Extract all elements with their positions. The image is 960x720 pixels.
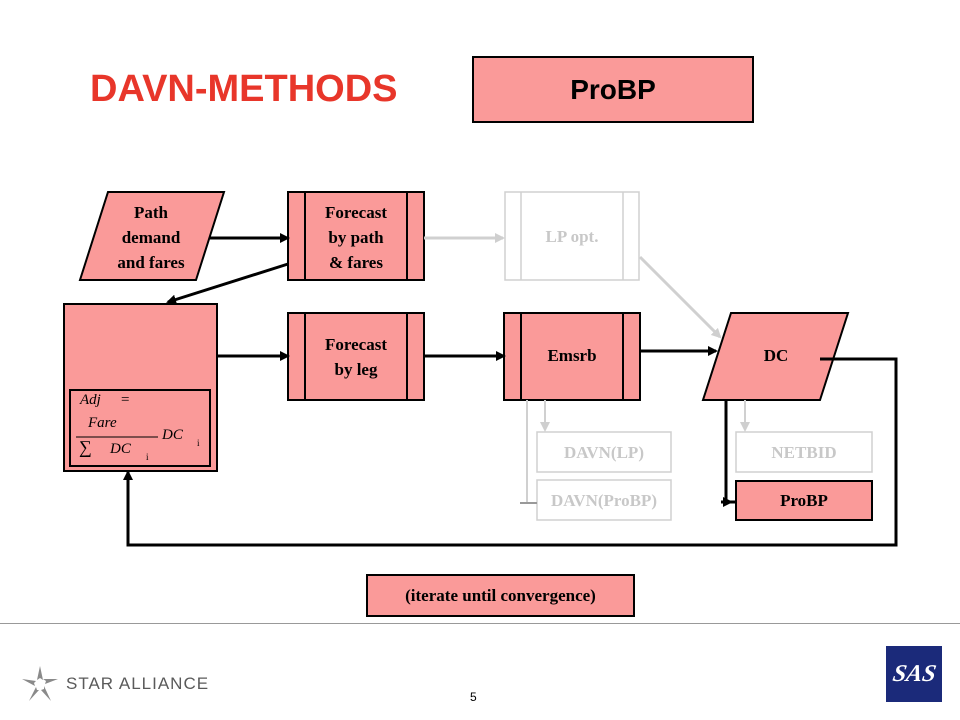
formula-sub-i-denominator: i xyxy=(146,452,149,462)
arrow-emsrb-to-davnprobp xyxy=(526,400,535,504)
probp-output-label: ProBP xyxy=(780,491,828,510)
forecast-path-label: Forecast by path & fares xyxy=(325,203,387,272)
probp-banner: ProBP xyxy=(472,56,754,123)
arrow-feedback-loop xyxy=(123,357,898,547)
formula-dc-denominator: DC xyxy=(110,441,131,457)
netbid-label: NETBID xyxy=(771,443,837,462)
path-demand-label: Path demand and fares xyxy=(117,203,185,272)
formula-fare: Fare xyxy=(88,415,117,431)
emsrb-label: Emsrb xyxy=(547,346,597,365)
lp-opt-shape xyxy=(504,191,640,281)
star-alliance-logo-icon xyxy=(22,666,58,701)
footer-divider xyxy=(0,623,960,624)
davn-probp-label: DAVN(ProBP) xyxy=(550,491,658,510)
adjustment-box xyxy=(63,303,218,472)
formula-equals: = xyxy=(121,392,130,408)
netbid-shape xyxy=(735,431,873,473)
arrow-forecast-to-adjust xyxy=(166,262,289,305)
forecast-path-shape xyxy=(287,191,425,281)
iterate-note: (iterate until convergence) xyxy=(366,574,635,617)
davn-lp-label: DAVN(LP) xyxy=(564,443,644,462)
sas-logo-text: SAS xyxy=(890,660,938,687)
lp-opt-label: LP opt. xyxy=(545,227,599,246)
page-title: DAVN-METHODS xyxy=(90,68,398,110)
formula-sub-i-right: i xyxy=(197,438,200,448)
star-alliance-text: STAR ALLIANCE xyxy=(66,674,210,693)
forecast-leg-label: Forecast by leg xyxy=(325,335,387,379)
dc-label: DC xyxy=(763,346,789,365)
dc-shape xyxy=(701,312,850,401)
arrow-lp-to-dc xyxy=(638,255,722,339)
davn-probp-shape xyxy=(536,479,672,521)
arrow-dc-to-probp xyxy=(724,400,736,504)
davn-lp-shape xyxy=(536,431,672,473)
page-number: 5 xyxy=(470,690,477,704)
formula-dc-right: DC xyxy=(162,427,183,443)
path-demand-shape xyxy=(78,191,226,281)
formula-sum: ∑ xyxy=(79,437,92,457)
formula-adj: Adj xyxy=(80,392,101,408)
probp-output-shape xyxy=(735,480,873,521)
sas-logo: SAS xyxy=(886,646,942,702)
